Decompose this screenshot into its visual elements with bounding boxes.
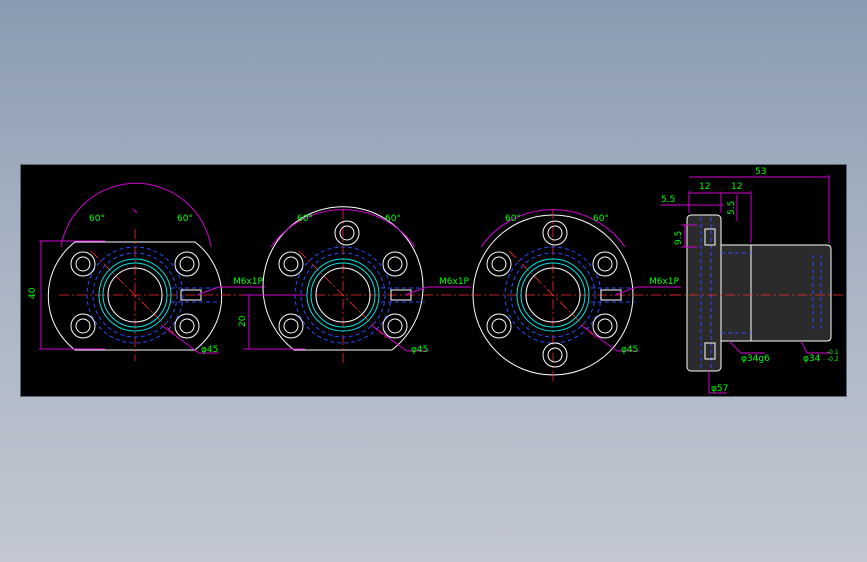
body-step-label: 12 (731, 182, 742, 192)
height-label: 40 (28, 287, 38, 299)
angle-left-label: 60° (297, 214, 313, 224)
offset-vertical-label: 5.5 (727, 201, 737, 215)
view-side-section: 53 12 12 5.5 5.5 9.5 φ34g6 φ34 -0.1 -0.2… (661, 167, 845, 394)
cad-drawing-panel: 60° 60° M6x1P φ45 40 60° 60° M6x1P (20, 164, 847, 397)
body-diameter-label: φ34g6 (741, 354, 770, 364)
flange-width-label: 12 (699, 182, 710, 192)
angle-left-label: 60° (89, 214, 105, 224)
angle-left-label: 60° (505, 214, 521, 224)
pcd-label: φ45 (201, 345, 218, 355)
ballscrew-nut-drawing: 60° 60° M6x1P φ45 40 60° 60° M6x1P (28, 167, 845, 394)
port-label: M6x1P (233, 277, 264, 287)
port-label: M6x1P (649, 277, 680, 287)
offset-label: 5.5 (661, 195, 675, 205)
view-flange-cut-one-side: 60° 60° M6x1P φ45 20 (238, 206, 473, 365)
port-label: M6x1P (439, 277, 470, 287)
flange-diameter-label: φ57 (711, 384, 728, 394)
angle-right-label: 60° (593, 214, 609, 224)
angle-right-label: 60° (177, 214, 193, 224)
height-label: 20 (238, 315, 248, 327)
tolerance-upper: -0.1 (827, 349, 839, 356)
length-label: 53 (755, 167, 766, 177)
hole-label: 9.5 (674, 231, 684, 245)
end-diameter-label: φ34 (803, 354, 821, 364)
view-flange-cut-both-sides: 60° 60° M6x1P φ45 40 (28, 182, 271, 361)
angle-right-label: 60° (385, 214, 401, 224)
pcd-label: φ45 (621, 345, 638, 355)
pcd-label: φ45 (411, 345, 428, 355)
view-flange-round: 60° 60° M6x1P φ45 (471, 209, 681, 381)
tolerance-lower: -0.2 (827, 356, 839, 363)
